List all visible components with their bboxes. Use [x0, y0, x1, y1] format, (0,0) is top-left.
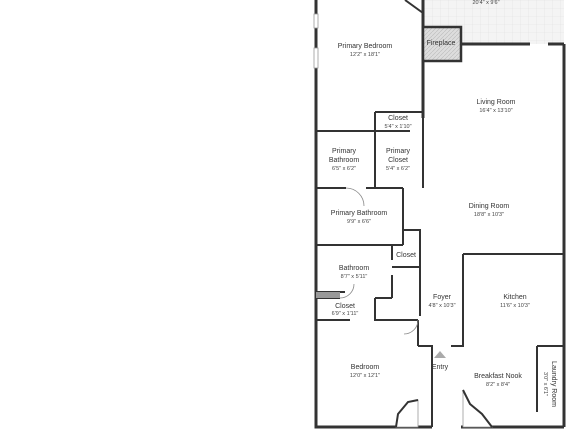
- bedroom-dims: 12'0" x 12'1": [350, 373, 380, 379]
- primary-bathroom-small-label-2: Bathroom: [329, 157, 360, 164]
- living-room-label: Living Room: [477, 99, 516, 106]
- primary-closet-label-2: Closet: [388, 157, 408, 164]
- interior-walls: [316, 111, 564, 427]
- laundry-room-dims: 3'0" x 6'1": [542, 372, 548, 396]
- fireplace-label: Fireplace: [427, 40, 456, 47]
- primary-bathroom-dims: 9'9" x 6'6": [347, 219, 371, 225]
- primary-bedroom-label: Primary Bedroom: [338, 43, 393, 50]
- storage-hatch: [316, 292, 340, 298]
- bathroom-label: Bathroom: [339, 265, 370, 272]
- closet-top-dims: 5'4" x 1'10": [384, 124, 411, 130]
- foyer-dims: 4'8" x 10'3": [428, 303, 455, 309]
- window-left-2: [313, 47, 319, 69]
- bathroom-dims: 8'7" x 5'11": [341, 274, 368, 280]
- closet-bottom-label: Closet: [335, 303, 355, 310]
- breakfast-nook-label: Breakfast Nook: [474, 373, 522, 380]
- primary-closet-label-1: Primary: [386, 148, 411, 155]
- primary-bathroom-small-label-1: Primary: [332, 148, 357, 155]
- breakfast-nook-dims: 8'2" x 8'4": [486, 382, 510, 388]
- bedroom-label: Bedroom: [351, 364, 380, 371]
- laundry-room-label: Laundry Room: [550, 361, 557, 407]
- entry-label: Entry: [432, 364, 449, 371]
- primary-bathroom-small-dims: 6'5" x 6'2": [332, 166, 356, 172]
- dining-room-dims: 18'8" x 10'3": [474, 212, 504, 218]
- primary-closet-dims: 5'4" x 6'2": [386, 166, 410, 172]
- window-left-1: [313, 13, 319, 29]
- fireplace-box: [421, 25, 463, 63]
- dining-room-label: Dining Room: [469, 203, 510, 210]
- entry-arrow-icon: [434, 351, 446, 358]
- primary-bedroom-dims: 12'2" x 18'1": [350, 52, 380, 58]
- patio-dims: 20'4" x 9'6": [472, 0, 499, 6]
- closet-bottom-dims: 6'9" x 1'11": [332, 311, 359, 317]
- kitchen-dims: 11'6" x 10'3": [500, 303, 530, 309]
- living-room-dims: 16'4" x 13'10": [479, 108, 512, 114]
- primary-bathroom-label: Primary Bathroom: [331, 210, 388, 217]
- kitchen-label: Kitchen: [503, 294, 526, 301]
- foyer-label: Foyer: [433, 294, 452, 301]
- closet-hall-label: Closet: [396, 252, 416, 259]
- closet-top-label: Closet: [388, 115, 408, 122]
